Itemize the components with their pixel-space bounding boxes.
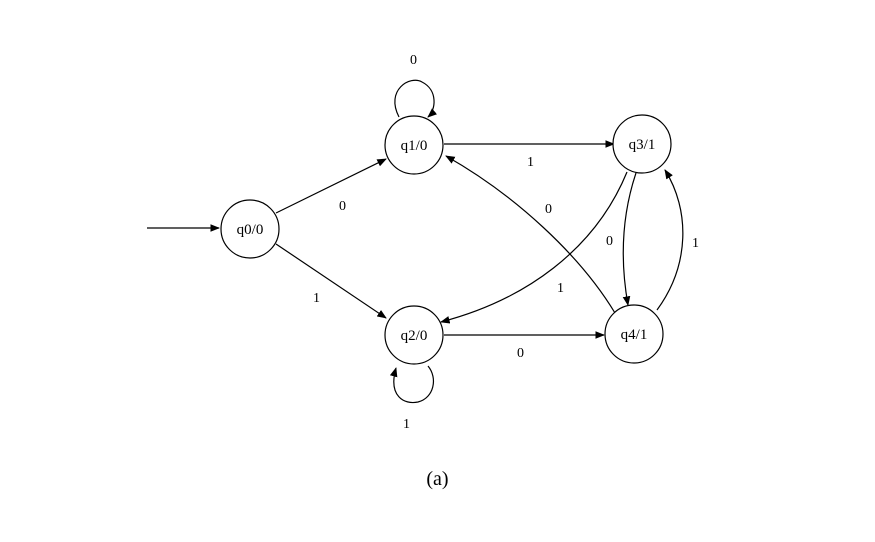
- transition-q2-q4: 0: [444, 331, 605, 361]
- state-q2: q2/0: [384, 305, 444, 365]
- state-label: q2/0: [401, 328, 428, 344]
- transition-q4-q1: 0: [445, 155, 616, 314]
- transition-q3-q4: 0: [606, 172, 637, 306]
- transition-symbol: 1: [527, 155, 534, 170]
- state-label: q1/0: [401, 138, 428, 154]
- transition-symbol: 1: [403, 417, 410, 432]
- transition-q0-q2: 1: [275, 243, 387, 319]
- transition-symbol: 1: [692, 236, 699, 251]
- transition-symbol: 0: [339, 199, 346, 214]
- transition-q4-q3: 1: [656, 169, 699, 311]
- transition-q2-q2: 1: [389, 365, 435, 432]
- transition-symbol: 0: [606, 234, 613, 249]
- state-label: q0/0: [237, 222, 264, 238]
- transition-q1-q3: 1: [444, 140, 615, 170]
- transition-symbol: 1: [557, 281, 564, 296]
- state-q0: q0/0: [220, 199, 280, 259]
- figure-caption: (a): [426, 468, 449, 490]
- state-q1: q1/0: [384, 115, 444, 175]
- transition-symbol: 0: [545, 202, 552, 217]
- transition-q3-q2: 1: [440, 171, 628, 324]
- transition-symbol: 1: [313, 291, 320, 306]
- transition-q1-q1: 0: [394, 53, 438, 118]
- state-label: q3/1: [629, 137, 656, 153]
- state-q3: q3/1: [612, 114, 672, 174]
- state-label: q4/1: [621, 327, 648, 343]
- transition-symbol: 0: [410, 53, 417, 68]
- transition-symbol: 0: [517, 346, 524, 361]
- transition-q0-q1: 0: [275, 158, 387, 214]
- state-q4: q4/1: [604, 304, 664, 364]
